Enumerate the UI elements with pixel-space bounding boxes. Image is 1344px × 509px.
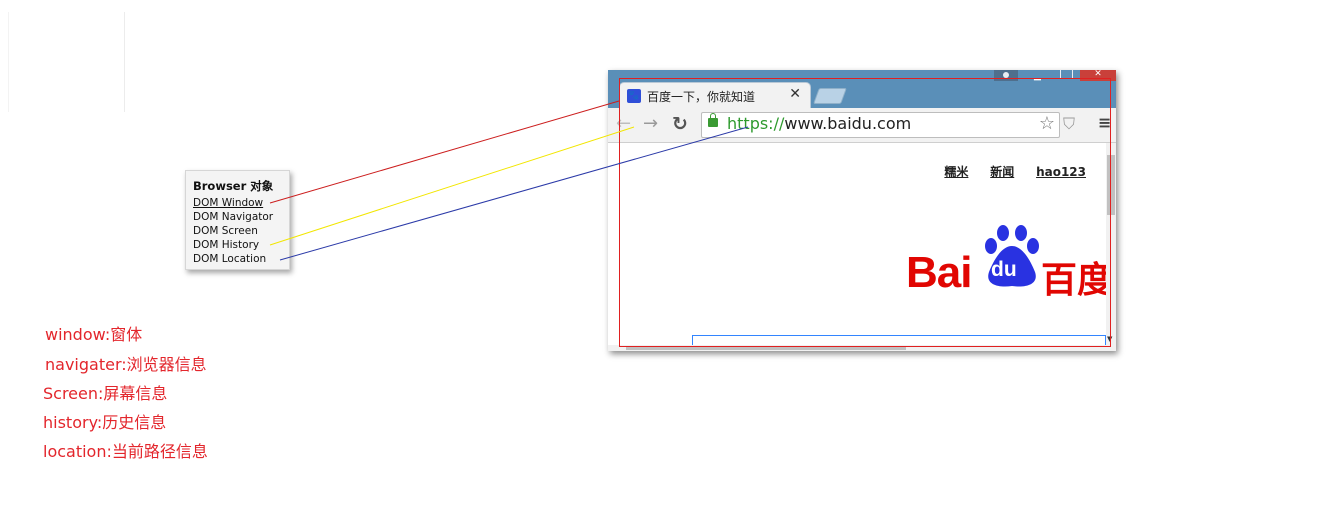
url-scheme: https:// [727, 114, 785, 133]
page-content: 糯米 新闻 hao123 Bai du 百度 [608, 143, 1113, 351]
dom-history-item: DOM History [193, 239, 260, 251]
legend-navigator: navigater:浏览器信息 [45, 355, 207, 374]
toolbar: ← → ↻ https://www.baidu.com ☆ ⛉ ≡ [608, 108, 1116, 143]
legend-history: history:历史信息 [43, 413, 167, 432]
faint-divider-left [8, 12, 9, 112]
close-window-icon[interactable]: ✕ [1080, 70, 1116, 81]
shield-icon[interactable]: ⛉ [1063, 114, 1076, 133]
dom-location-item: DOM Location [193, 253, 267, 265]
legend-screen: Screen:屏幕信息 [43, 384, 168, 403]
connector-location [279, 126, 749, 261]
user-icon[interactable] [994, 70, 1018, 81]
browser-window: ▁ ✕ 🐾 百度一下，你就知道 ✕ ← → ↻ https://www.baid… [608, 70, 1116, 351]
legend-window: window:窗体 [45, 325, 143, 344]
legend-location: location:当前路径信息 [43, 442, 208, 461]
top-links: 糯米 新闻 hao123 [926, 163, 1086, 180]
star-icon[interactable]: ☆ [1038, 113, 1055, 134]
tab-baidu[interactable]: 🐾 百度一下，你就知道 ✕ [619, 82, 811, 110]
baidu-paw-icon [985, 225, 1039, 287]
search-input[interactable] [692, 335, 1106, 351]
title-bar: ▁ ✕ 🐾 百度一下，你就知道 ✕ [608, 70, 1116, 110]
faint-divider [124, 12, 125, 112]
url-text[interactable]: https://www.baidu.com [727, 114, 911, 133]
reload-icon[interactable]: ↻ [672, 113, 688, 135]
logo-du: du [991, 258, 1017, 281]
minimize-icon[interactable]: ▁ [1034, 71, 1041, 81]
dom-screen-item: DOM Screen [193, 225, 258, 237]
dom-navigator-item: DOM Navigator [193, 211, 274, 223]
baidu-favicon-icon: 🐾 [627, 89, 641, 103]
address-bar[interactable]: https://www.baidu.com ☆ [701, 112, 1060, 138]
tab-close-icon[interactable]: ✕ [789, 86, 801, 102]
logo-latin: Bai [906, 248, 972, 297]
horizontal-scrollbar[interactable] [608, 345, 1106, 351]
url-host: www.baidu.com [784, 114, 912, 133]
dom-window-link[interactable]: DOM Window [193, 197, 264, 209]
link-nuomi[interactable]: 糯米 [944, 165, 969, 179]
tab-title: 百度一下，你就知道 [647, 90, 756, 104]
baidu-logo[interactable]: Bai du 百度 [906, 225, 1116, 301]
scroll-down-arrow-icon[interactable]: ▼ [1107, 335, 1113, 343]
link-hao123[interactable]: hao123 [1036, 165, 1086, 179]
vertical-scroll-thumb[interactable] [1107, 155, 1115, 215]
forward-arrow-icon[interactable]: → [643, 113, 659, 134]
link-news[interactable]: 新闻 [990, 165, 1015, 179]
menu-icon[interactable]: ≡ [1098, 113, 1112, 132]
lock-icon [708, 113, 718, 127]
logo-chinese: 百度 [1041, 260, 1114, 301]
horizontal-scroll-thumb[interactable] [626, 346, 906, 350]
browser-object-title: Browser 对象 [193, 179, 274, 193]
vertical-scrollbar[interactable]: ▼ [1106, 143, 1116, 351]
connector-window [269, 100, 620, 204]
connector-history [269, 126, 635, 246]
browser-object-box: Browser 对象 DOM Window DOM Navigator DOM … [185, 170, 290, 270]
